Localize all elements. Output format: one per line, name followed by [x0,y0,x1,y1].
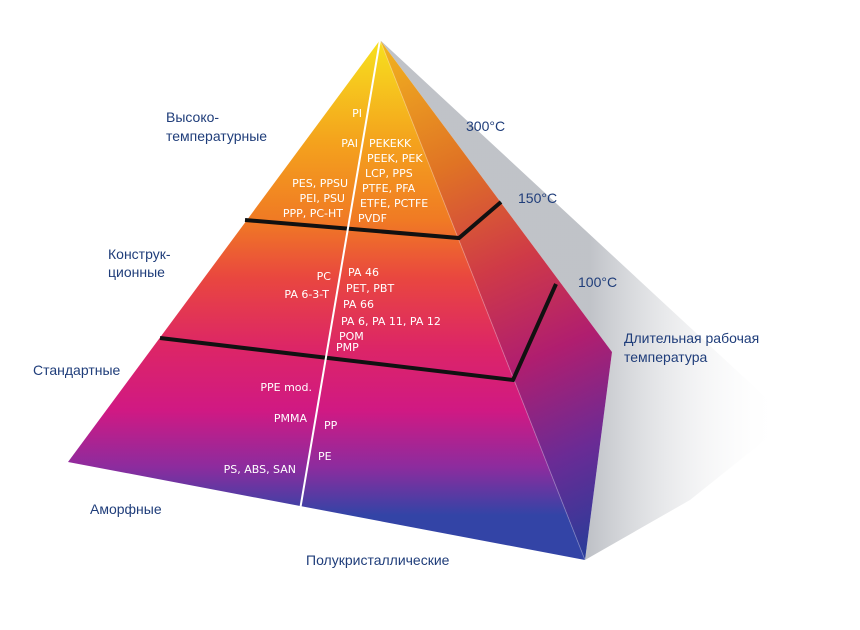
temperature-label-150: 150°C [518,190,557,206]
category-label-semicrystalline: Полукристаллические [306,552,450,568]
polymer-label: PMP [336,341,359,354]
polymer-label: ETFE, PCTFE [360,197,428,210]
polymer-label: PEKEKK [369,137,412,150]
polymer-label: PMMA [274,412,308,425]
polymer-label: PET, PBT [346,282,394,295]
polymer-label: PS, ABS, SAN [224,463,296,476]
category-label-amorphous: Аморфные [90,501,162,517]
polymer-label: PI [352,107,362,120]
temperature-label-300: 300°C [466,118,505,134]
category-label-engineering: Конструк- ционные [108,246,174,280]
temperature-axis-label: Длительная рабочая температура [624,330,763,365]
pyramid-front-edge [379,39,586,561]
category-label-standard: Стандартные [33,362,121,378]
temperature-label-100: 100°C [578,274,617,290]
tier-divider-150 [159,283,558,383]
polymer-label: PP [324,419,338,432]
polymer-label: PTFE, PFA [362,182,416,195]
pyramid-side-face [380,40,612,560]
polymer-label: PE [318,450,332,463]
polymer-label: LCP, PPS [365,167,413,180]
tier-divider-300 [244,200,503,241]
polymer-label: PA 6, PA 11, PA 12 [341,315,441,328]
polymer-label: PES, PPSU [292,177,348,190]
polymer-label: PVDF [358,212,387,225]
polymer-label: PEEK, PEK [367,152,423,165]
polymer-label: PPE mod. [260,381,312,394]
polymer-label: PC [317,270,332,283]
polymer-label: PA 66 [343,298,374,311]
polymer-label: PAI [341,137,358,150]
pyramid-front-face [68,40,585,560]
polymer-label: PEI, PSU [300,192,346,205]
polymer-label: PPP, PC-HT [283,207,343,220]
polymer-label: POM [339,330,364,343]
polymer-label: PA 6-3-T [284,288,329,301]
pyramid-shadow [380,40,790,560]
polymer-label: PA 46 [348,266,379,279]
amorphous-semicrystalline-divider [299,39,381,511]
category-label-high-temp: Высоко- температурные [166,109,267,144]
